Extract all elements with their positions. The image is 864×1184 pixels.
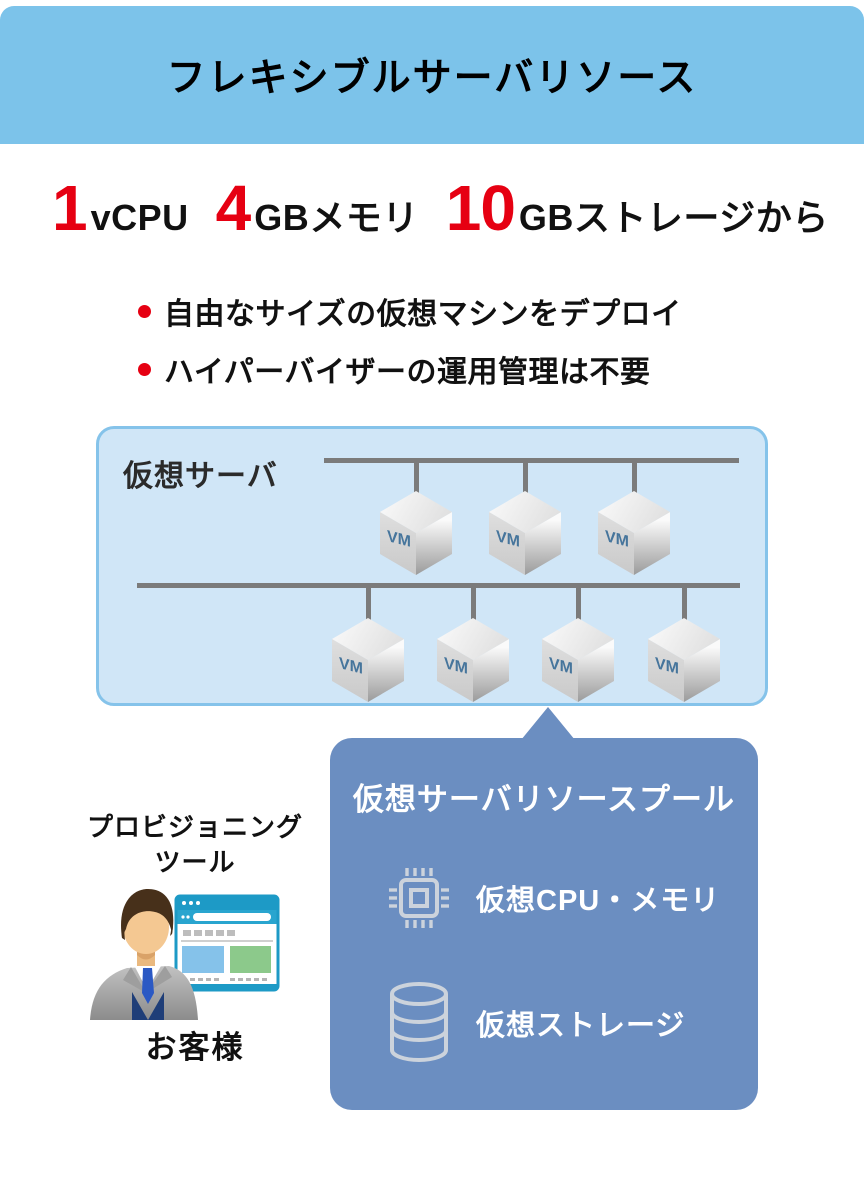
network-stub bbox=[414, 460, 419, 497]
network-stub bbox=[523, 460, 528, 497]
vm-cube: VM bbox=[489, 491, 561, 575]
bullet-item: 自由なサイズの仮想マシンをデプロイ bbox=[138, 289, 682, 333]
vm-cube: VM bbox=[380, 491, 452, 575]
bullet-list: 自由なサイズの仮想マシンをデプロイ ハイパーバイザーの運用管理は不要 bbox=[138, 289, 682, 405]
spec-memory: 4 GBメモリ bbox=[216, 176, 419, 241]
network-stub bbox=[576, 585, 581, 622]
database-icon bbox=[390, 982, 448, 1063]
network-bus-line bbox=[324, 458, 739, 463]
person-icon bbox=[90, 889, 198, 1020]
network-stub bbox=[682, 585, 687, 622]
network-bus-line bbox=[137, 583, 740, 588]
virtual-server-box: 仮想サーバ VM VM VM VM VM bbox=[96, 426, 768, 706]
browser-window-icon bbox=[174, 894, 280, 992]
bullet-text: ハイパーバイザーの運用管理は不要 bbox=[164, 356, 651, 389]
vm-cube: VM bbox=[598, 491, 670, 575]
resource-pool-title: 仮想サーバリソースプール bbox=[352, 782, 736, 817]
customer-name: お客様 bbox=[145, 1030, 245, 1065]
provisioning-tool-label: プロビジョニング ツール bbox=[80, 810, 310, 880]
spec-storage: 10 GBストレージから bbox=[446, 176, 829, 241]
pool-item-storage-label: 仮想ストレージ bbox=[476, 1010, 686, 1042]
pool-pointer-triangle bbox=[521, 707, 575, 740]
pool-item-cpu: 仮想CPU・メモリ bbox=[386, 865, 720, 931]
spec-vcpu-unit: vCPU bbox=[90, 197, 189, 238]
spec-vcpu: 1 vCPU bbox=[52, 176, 189, 240]
virtual-server-label: 仮想サーバ bbox=[123, 460, 278, 493]
bullet-dot-icon bbox=[138, 362, 151, 376]
bullet-text: 自由なサイズの仮想マシンをデプロイ bbox=[164, 298, 682, 331]
cpu-chip-icon bbox=[389, 868, 449, 928]
page-title: フレキシブルサーバリソース bbox=[166, 57, 698, 100]
specs-row: 1 vCPU 4 GBメモリ 10 GBストレージから bbox=[52, 176, 829, 241]
spec-vcpu-value: 1 bbox=[52, 172, 88, 244]
bullet-item: ハイパーバイザーの運用管理は不要 bbox=[138, 347, 682, 391]
network-stub bbox=[471, 585, 476, 622]
provisioning-tool-label-line2: ツール bbox=[154, 847, 236, 878]
customer-illustration bbox=[90, 889, 280, 1020]
provisioning-tool-label-line1: プロビジョニング bbox=[86, 812, 303, 842]
spec-storage-unit: GBストレージから bbox=[518, 197, 829, 238]
spec-storage-value: 10 bbox=[445, 172, 516, 244]
vm-cube: VM bbox=[542, 618, 614, 702]
vm-cube: VM bbox=[437, 618, 509, 702]
header-band: フレキシブルサーバリソース bbox=[0, 6, 864, 144]
spec-memory-value: 4 bbox=[215, 172, 252, 244]
pool-item-storage: 仮想ストレージ bbox=[386, 980, 685, 1066]
network-stub bbox=[632, 460, 637, 497]
bullet-dot-icon bbox=[138, 304, 151, 318]
resource-pool-box: 仮想サーバリソースプール 仮想CPU・メモリ bbox=[330, 738, 758, 1110]
pool-item-cpu-label: 仮想CPU・メモリ bbox=[476, 885, 721, 917]
vm-cube: VM bbox=[332, 618, 404, 702]
spec-memory-unit: GBメモリ bbox=[254, 197, 419, 238]
vm-cube: VM bbox=[648, 618, 720, 702]
network-stub bbox=[366, 585, 371, 622]
